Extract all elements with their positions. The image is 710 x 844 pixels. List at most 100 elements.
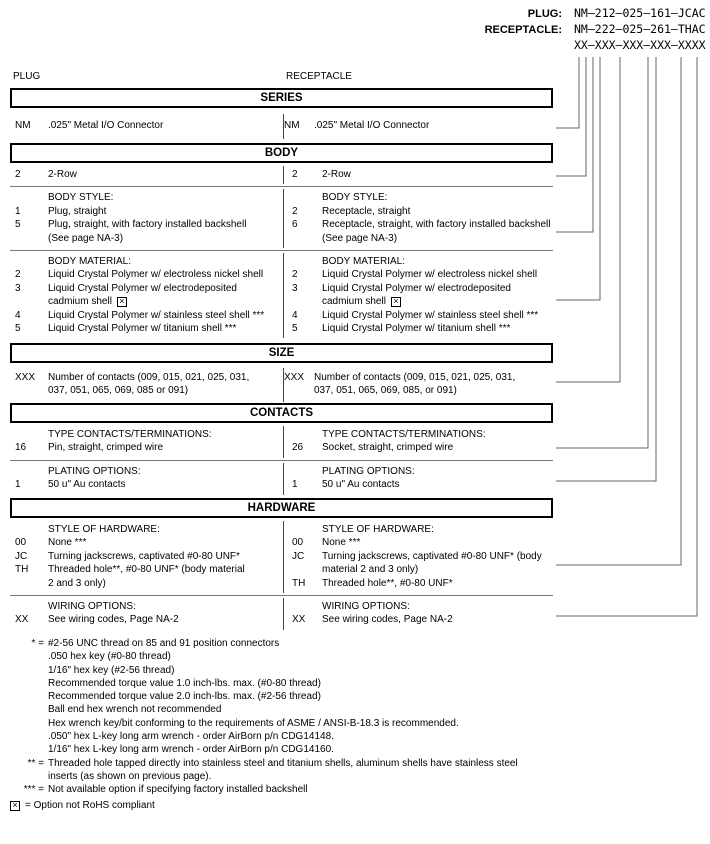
option-code: 4 [15,309,21,321]
option-description: None *** [322,537,361,549]
option-row: cadmium shell × [10,295,283,308]
divider [10,250,553,252]
rohs-legend: × = Option not RoHS compliant [10,800,155,811]
option-row: material 2 and 3 only) [292,563,553,576]
option-code: 1 [292,479,298,491]
option-description: Liquid Crystal Polymer w/ stainless stee… [322,309,539,321]
option-code [292,600,322,613]
option-description: Plug, straight [48,205,107,217]
option-code: TH [15,564,29,576]
footnote-row: *** = Not available option if specifying … [10,783,700,796]
option-description: (See page NA-3) [48,232,124,244]
option-description: 037, 051, 065, 069, 085, or 091) [314,385,457,397]
option-row: BODY STYLE: [10,191,283,204]
section-header-body: BODY [10,143,553,163]
option-row: (See page NA-3) [292,232,553,245]
option-description: BODY MATERIAL: [48,256,131,268]
footnote-text: Recommended torque value 2.0 inch-lbs. m… [48,691,321,703]
footnote-text: 1/16" hex key (#2-56 thread) [48,664,175,676]
option-code: 5 [292,323,298,335]
option-code: 16 [15,442,27,454]
option-code [10,255,48,268]
footnote-text: inserts (as shown on previous page). [48,770,212,782]
not-rohs-icon: × [390,296,401,307]
option-code [10,523,48,536]
footnote-row: 1/16" hex key (#2-56 thread) [10,664,700,677]
option-description: 2 and 3 only) [48,577,106,589]
option-code [292,232,322,245]
option-description: 2-Row [322,169,351,180]
footnote-marker: ** = [27,757,44,769]
option-row: STYLE OF HARDWARE: [10,523,283,536]
footnote-row: 1/16" hex L-key long arm wrench - order … [10,743,700,756]
option-code: 2 [292,205,298,217]
not-rohs-icon: × [116,296,127,307]
option-code: XXX [15,372,36,383]
footnotes: * =#2-56 UNC thread on 85 and 91 positio… [10,637,700,797]
option-description: Threaded hole**, #0-80 UNF* (body materi… [48,564,245,576]
option-code: XXX [284,372,305,383]
option-description: BODY MATERIAL: [322,256,405,268]
footnote-text: Not available option if specifying facto… [48,784,308,796]
option-description: Liquid Crystal Polymer w/ titanium shell… [322,323,511,335]
option-code [10,577,48,590]
option-code: NM [284,120,300,131]
part-number-mask-row: XX–XXX–XXX–XXX–XXXX [485,38,706,54]
receptacle-part-number-row: RECEPTACLE: NM–222–025–261–THAC [485,22,706,38]
option-description: PLATING OPTIONS: [322,465,415,477]
option-code [292,428,322,441]
option-description: 50 u" Au contacts [48,479,126,491]
rohs-legend-text: = Option not RoHS compliant [25,800,155,811]
option-row: PLATING OPTIONS: [10,465,283,478]
footnote-marker [10,770,48,783]
option-code: 5 [15,219,21,231]
part-number-header: PLUG: NM–212–025–161–JCAC RECEPTACLE: NM… [485,6,706,54]
footnote-text: Ball end hex wrench not recommended [48,704,222,716]
option-description: Liquid Crystal Polymer w/ electrodeposit… [48,282,237,294]
option-description: None *** [48,537,87,549]
footnote-marker: *** = [23,784,44,796]
option-code [10,428,48,441]
option-description: STYLE OF HARDWARE: [48,524,160,535]
plug-label: PLUG: [527,8,562,20]
option-description: Liquid Crystal Polymer w/ titanium shell… [48,323,237,335]
section-header-contacts: CONTACTS [10,403,553,423]
option-code [10,191,48,204]
column-labels: PLUG RECEPTACLE [10,71,553,85]
option-description: Turning jackscrews, captivated #0-80 UNF… [48,550,240,562]
footnote-row: Hex wrench key/bit conforming to the req… [10,717,700,730]
option-code [10,465,48,478]
option-code: 5 [15,323,21,335]
receptacle-part-number: NM–222–025–261–THAC [574,22,706,36]
option-description: Turning jackscrews, captivated #0-80 UNF… [322,550,542,562]
footnote-text: #2-56 UNC thread on 85 and 91 position c… [48,638,280,649]
footnote-marker [10,650,48,663]
option-code: NM [15,120,31,131]
footnote-text: 1/16" hex L-key long arm wrench - order … [48,744,334,756]
plating-options-receptacle: PLATING OPTIONS: 1 50 u" Au contacts [283,462,553,495]
footnote-row: Recommended torque value 1.0 inch-lbs. m… [10,677,700,690]
option-description: cadmium shell [48,296,112,308]
option-code: XX [292,614,306,626]
column-label-plug: PLUG [13,71,41,82]
option-description: 50 u" Au contacts [322,479,400,491]
